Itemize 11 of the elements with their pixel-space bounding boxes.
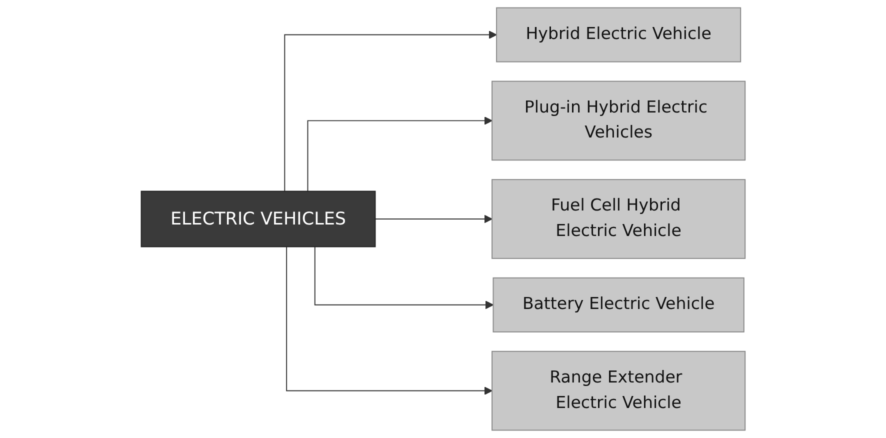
arrow [286, 246, 492, 396]
node-box: Battery Electric Vehicle [492, 277, 744, 332]
node-box: ELECTRIC VEHICLES [140, 190, 376, 248]
node-box: Range Extender Electric Vehicle [491, 350, 746, 431]
node-box: Hybrid Electric Vehicle [496, 7, 741, 62]
arrow [374, 214, 492, 224]
arrow [284, 30, 497, 192]
arrow [307, 116, 492, 192]
node-box: Plug-in Hybrid Electric Vehicles [491, 80, 746, 161]
arrow [314, 246, 494, 310]
node-box: Fuel Cell Hybrid Electric Vehicle [491, 179, 746, 259]
